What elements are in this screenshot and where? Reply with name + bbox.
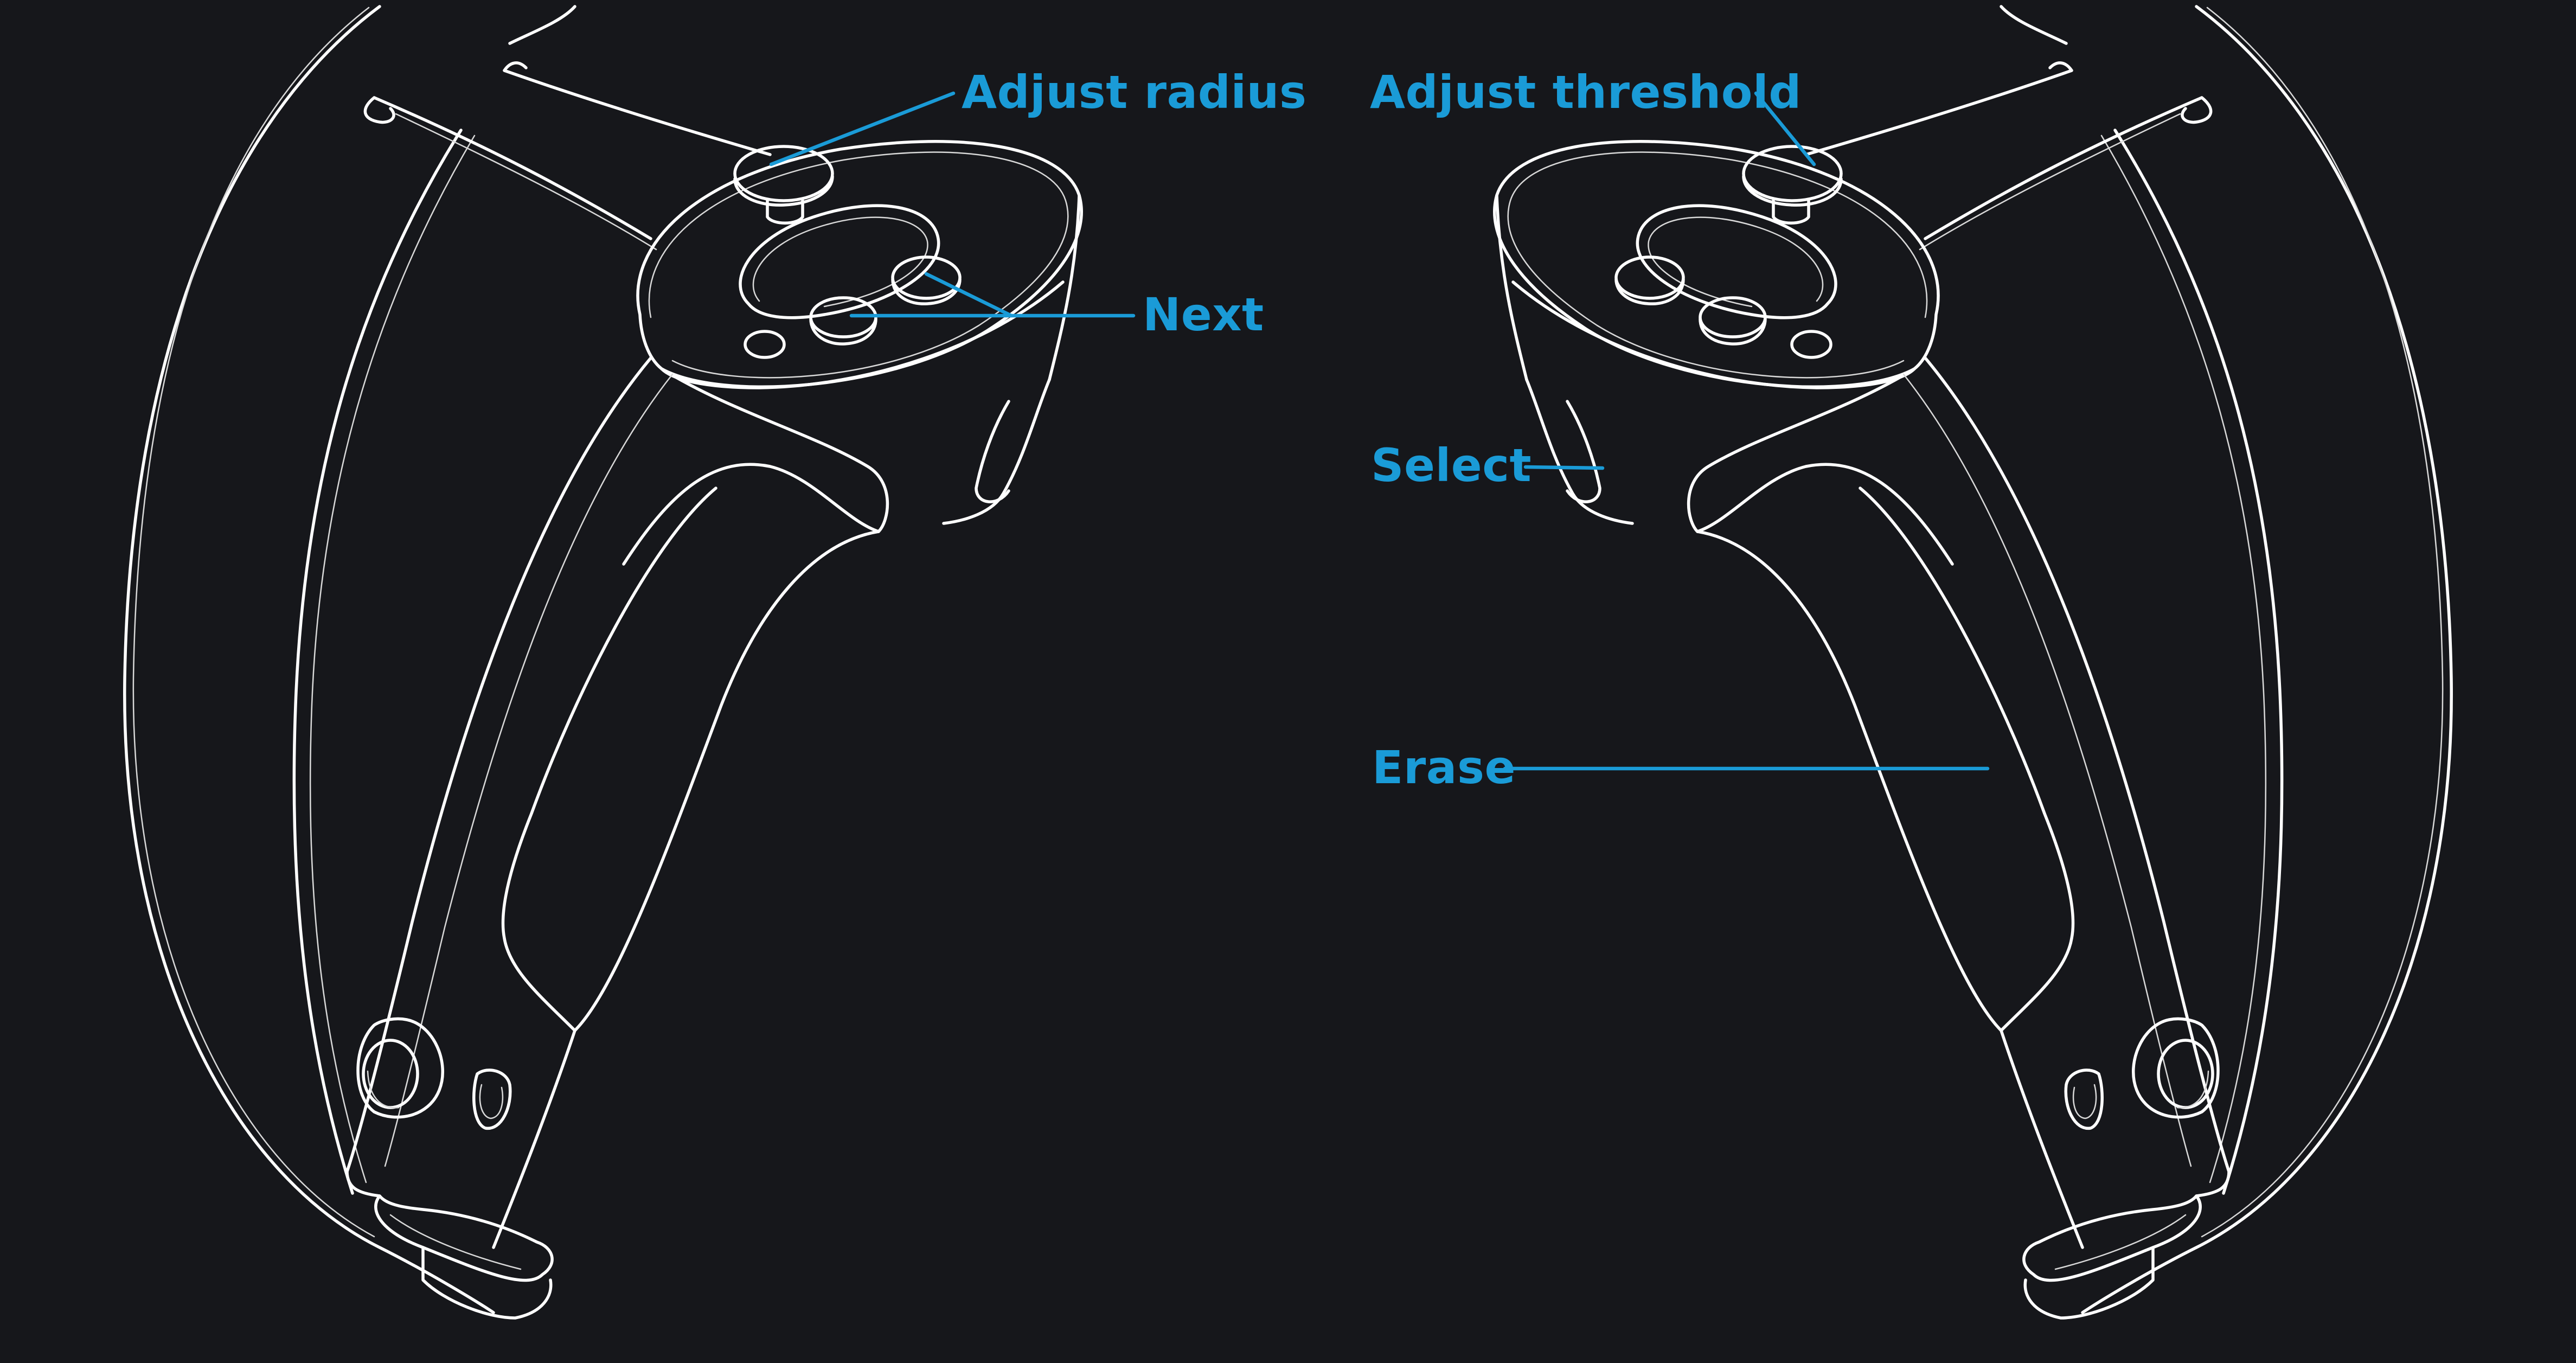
- right-buttons: [1614, 145, 1843, 359]
- adjust-radius-leader: [769, 91, 956, 167]
- left-bottom-hook: [374, 1194, 554, 1320]
- left-controller: [123, 5, 1083, 1320]
- select-leader: [1523, 465, 1605, 470]
- adjust-radius-label: Adjust radius: [962, 66, 1307, 119]
- right-top-bar: [1804, 61, 2213, 251]
- adjust-threshold-leader: [1754, 91, 1816, 167]
- next-label: Next: [1143, 288, 1264, 341]
- leader-lines: [769, 91, 1990, 771]
- right-controller: [1493, 5, 2453, 1320]
- left-handle: [345, 356, 880, 1249]
- left-head: [636, 140, 1083, 389]
- left-trigger: [622, 367, 1051, 566]
- left-buttons: [733, 145, 962, 359]
- right-handle: [1696, 356, 2231, 1249]
- erase-label: Erase: [1372, 741, 1516, 794]
- left-top-bar: [363, 61, 772, 251]
- next-leader-to-top-button: [924, 272, 1014, 318]
- right-head: [1493, 140, 1940, 389]
- right-trigger: [1525, 367, 1954, 566]
- left-tracking-ring: [123, 5, 576, 1314]
- right-bottom-hook: [2022, 1194, 2202, 1320]
- select-label: Select: [1371, 439, 1532, 492]
- right-tracking-ring: [2000, 5, 2453, 1314]
- adjust-threshold-label: Adjust threshold: [1370, 66, 1802, 119]
